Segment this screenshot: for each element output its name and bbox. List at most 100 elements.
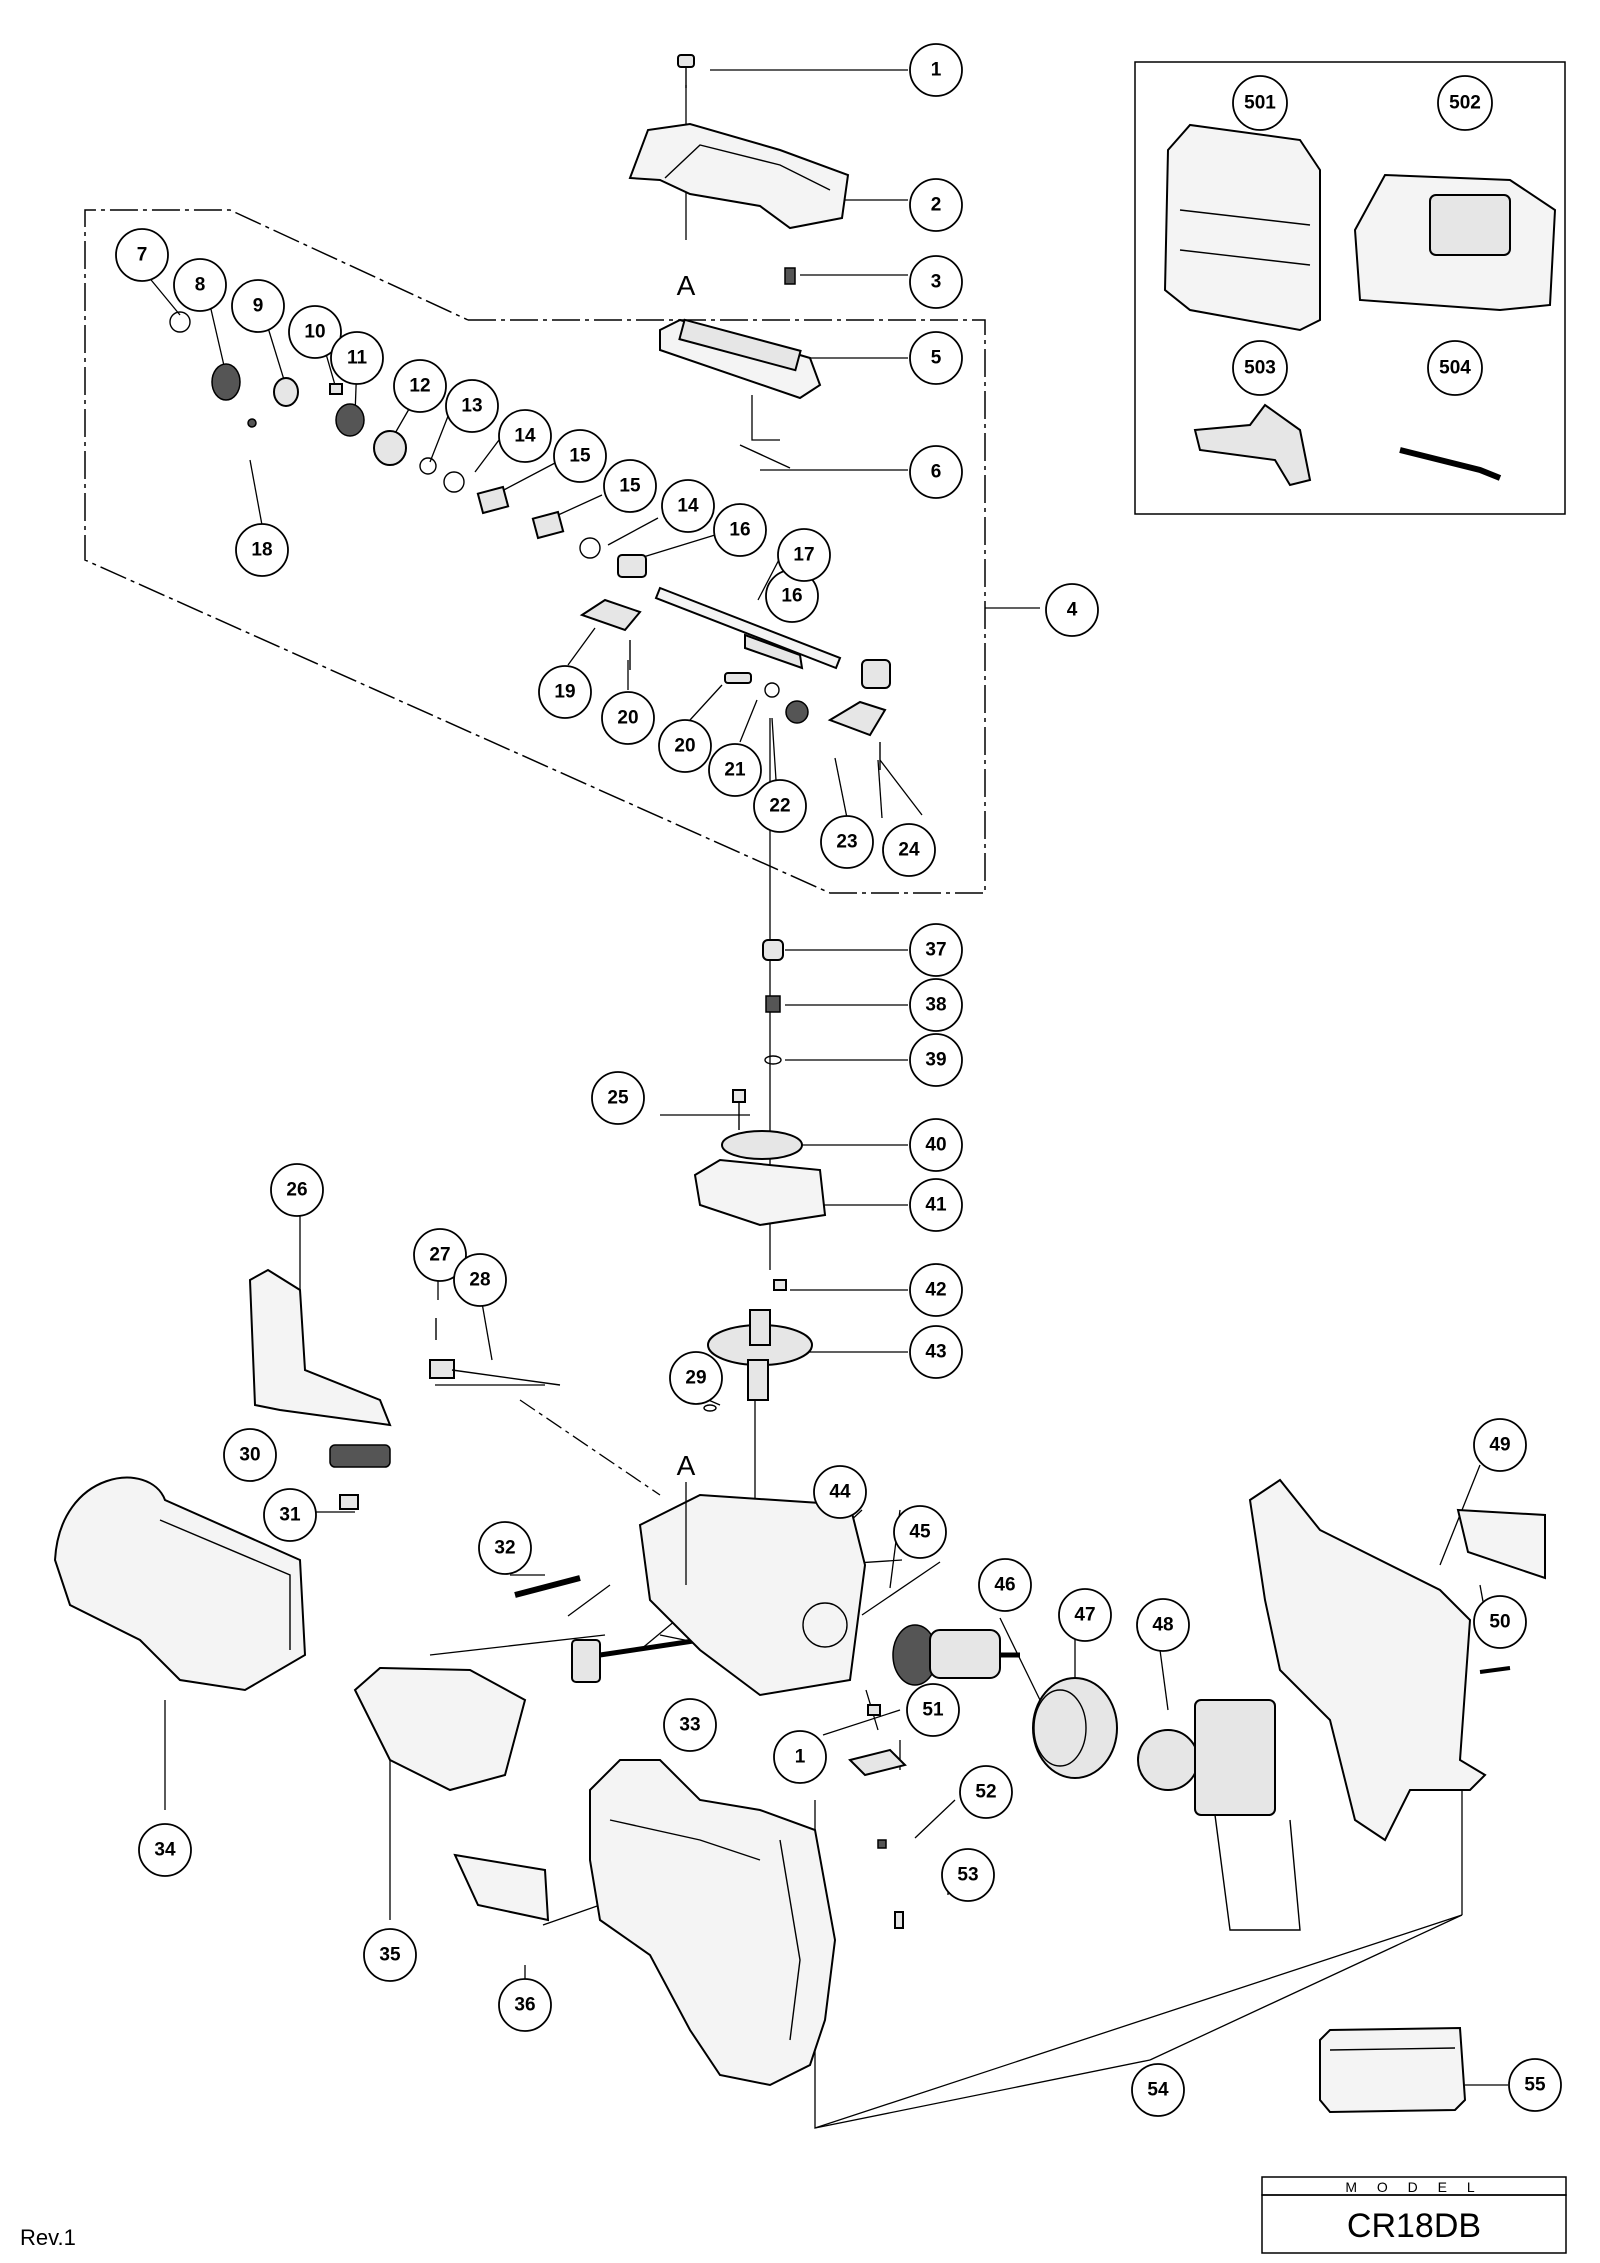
callout-circle bbox=[538, 665, 592, 719]
callout-number: 502 bbox=[1449, 93, 1481, 114]
callout-20: 20 bbox=[658, 719, 712, 773]
callout-number: 49 bbox=[1489, 1435, 1510, 1456]
callout-number: 34 bbox=[154, 1840, 176, 1861]
callout-35: 35 bbox=[363, 1928, 417, 1982]
callout-circle bbox=[909, 178, 963, 232]
callout-48: 48 bbox=[1136, 1598, 1190, 1652]
callout-number: 28 bbox=[469, 1270, 490, 1291]
callout-circle bbox=[959, 1765, 1013, 1819]
callout-27: 27 bbox=[413, 1228, 467, 1282]
callout-24: 24 bbox=[882, 823, 936, 877]
callout-circle bbox=[909, 923, 963, 977]
callout-number: 32 bbox=[494, 1538, 515, 1559]
callout-11: 11 bbox=[330, 331, 384, 385]
callout-10: 10 bbox=[288, 305, 342, 359]
callout-18: 18 bbox=[235, 523, 289, 577]
callout-circle bbox=[941, 1848, 995, 1902]
callout-44: 44 bbox=[813, 1465, 867, 1519]
callout-number: 43 bbox=[925, 1342, 946, 1363]
callout-8: 8 bbox=[173, 258, 227, 312]
callout-21: 21 bbox=[708, 743, 762, 797]
callout-number: 21 bbox=[724, 760, 746, 781]
callout-49: 49 bbox=[1473, 1418, 1527, 1472]
callout-2: 2 bbox=[909, 178, 963, 232]
callout-circle bbox=[669, 1351, 723, 1405]
callout-circle bbox=[1473, 1418, 1527, 1472]
callout-6: 6 bbox=[909, 445, 963, 499]
callout-circle bbox=[777, 528, 831, 582]
callout-circle bbox=[498, 1978, 552, 2032]
callout-circle bbox=[1045, 583, 1099, 637]
callout-number: 13 bbox=[461, 396, 482, 417]
callout-16: 16 bbox=[713, 503, 767, 557]
callout-circle bbox=[909, 43, 963, 97]
part-drawings: A bbox=[53, 54, 1557, 2114]
callout-number: 7 bbox=[137, 245, 148, 266]
callout-50: 50 bbox=[1473, 1595, 1527, 1649]
callout-circle bbox=[906, 1683, 960, 1737]
callout-51: 51 bbox=[906, 1683, 960, 1737]
callout-number: 41 bbox=[925, 1195, 947, 1216]
callout-3: 3 bbox=[909, 255, 963, 309]
callout-number: 51 bbox=[922, 1700, 944, 1721]
callout-number: 40 bbox=[925, 1135, 946, 1156]
callout-1: 1 bbox=[909, 43, 963, 97]
callout-number: 30 bbox=[239, 1445, 260, 1466]
callout-9: 9 bbox=[231, 279, 285, 333]
callout-20: 20 bbox=[601, 691, 655, 745]
callout-32: 32 bbox=[478, 1521, 532, 1575]
callout-33: 33 bbox=[663, 1698, 717, 1752]
callout-circle bbox=[1473, 1595, 1527, 1649]
callout-circle bbox=[173, 258, 227, 312]
callout-circle bbox=[413, 1228, 467, 1282]
callout-number: 29 bbox=[685, 1368, 706, 1389]
callout-circle bbox=[753, 779, 807, 833]
callout-42: 42 bbox=[909, 1263, 963, 1317]
callout-circle bbox=[603, 459, 657, 513]
callout-circle bbox=[235, 523, 289, 577]
callout-circle bbox=[1232, 340, 1288, 396]
callout-number: 26 bbox=[286, 1180, 307, 1201]
callout-number: 33 bbox=[679, 1715, 700, 1736]
callout-circle bbox=[661, 479, 715, 533]
callout-12: 12 bbox=[393, 359, 447, 413]
callout-number: 50 bbox=[1489, 1612, 1510, 1633]
callout-number: 19 bbox=[554, 682, 575, 703]
callout-circle bbox=[893, 1505, 947, 1559]
callout-number: 1 bbox=[795, 1747, 806, 1768]
callout-circle bbox=[445, 379, 499, 433]
callout-circle bbox=[138, 1823, 192, 1877]
callout-number: 501 bbox=[1244, 93, 1276, 114]
callout-number: 3 bbox=[931, 272, 942, 293]
title-block: M O D E L CR18DB bbox=[1261, 2176, 1567, 2254]
callout-circle bbox=[1131, 2063, 1185, 2117]
model-name: CR18DB bbox=[1347, 2207, 1481, 2245]
callout-circle bbox=[909, 255, 963, 309]
callout-52: 52 bbox=[959, 1765, 1013, 1819]
callout-number: 45 bbox=[909, 1522, 931, 1543]
callout-number: 54 bbox=[1147, 2080, 1169, 2101]
callout-number: 22 bbox=[769, 796, 790, 817]
callout-503: 503 bbox=[1232, 340, 1288, 396]
callout-circle bbox=[601, 691, 655, 745]
subassembly-4-outline bbox=[84, 209, 986, 894]
callout-31: 31 bbox=[263, 1488, 317, 1542]
callout-circle bbox=[1437, 75, 1493, 131]
callout-28: 28 bbox=[453, 1253, 507, 1307]
callout-circle bbox=[553, 429, 607, 483]
callout-29: 29 bbox=[669, 1351, 723, 1405]
callout-22: 22 bbox=[753, 779, 807, 833]
callout-circle bbox=[909, 445, 963, 499]
callout-number: 18 bbox=[251, 540, 272, 561]
reference-letter-a-bottom: A bbox=[677, 1450, 696, 1481]
revision-label: Rev.1 bbox=[20, 2225, 76, 2250]
callout-number: 5 bbox=[931, 348, 942, 369]
callout-number: 27 bbox=[429, 1245, 450, 1266]
reference-letter-a-top: A bbox=[677, 270, 696, 301]
callout-circle bbox=[1136, 1598, 1190, 1652]
callout-41: 41 bbox=[909, 1178, 963, 1232]
callout-46: 46 bbox=[978, 1558, 1032, 1612]
callout-circle bbox=[263, 1488, 317, 1542]
callout-circle bbox=[591, 1071, 645, 1125]
